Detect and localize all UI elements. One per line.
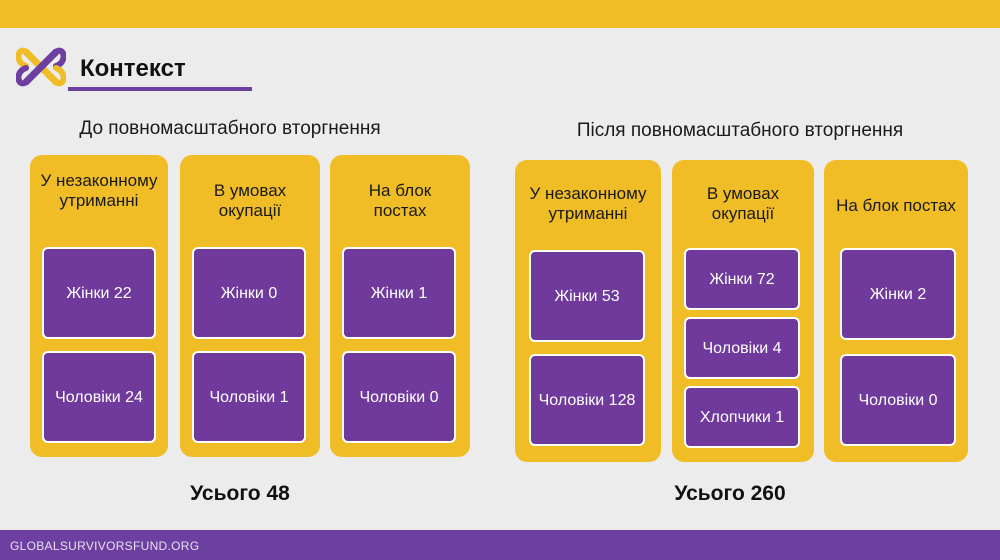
after-total: Усього 260 xyxy=(674,482,786,505)
cell-women: Жінки 22 xyxy=(42,247,156,339)
footer-bar: GLOBALSURVIVORSFUND.ORG xyxy=(0,530,1000,560)
before-column-detained: У незаконному утриманні Жінки 22 Чоловік… xyxy=(30,155,168,457)
before-total: Усього 48 xyxy=(190,482,290,505)
after-heading: Після повномасштабного вторгнення xyxy=(576,120,904,141)
cell-women: Жінки 0 xyxy=(192,247,306,339)
column-header: В умовах окупації xyxy=(706,184,780,223)
after-column-checkpoints: На блок постах Жінки 2 Чоловіки 0 xyxy=(824,160,968,462)
cell-men: Чоловіки 24 xyxy=(42,351,156,443)
cell-men: Чоловіки 1 xyxy=(192,351,306,443)
column-header: У незаконному утриманні xyxy=(529,184,647,223)
cell-women: Жінки 53 xyxy=(529,250,645,342)
before-column-occupation: В умовах окупації Жінки 0 Чоловіки 1 xyxy=(180,155,320,457)
after-column-detained: У незаконному утриманні Жінки 53 Чоловік… xyxy=(515,160,661,462)
cell-men: Чоловіки 4 xyxy=(684,317,800,379)
logo-icon xyxy=(16,47,66,87)
cell-boys: Хлопчики 1 xyxy=(684,386,800,448)
cell-men: Чоловіки 128 xyxy=(529,354,645,446)
after-column-occupation: В умовах окупації Жінки 72 Чоловіки 4 Хл… xyxy=(672,160,814,462)
footer-url: GLOBALSURVIVORSFUND.ORG xyxy=(10,539,200,553)
column-header: На блок постах xyxy=(368,181,432,220)
cell-men: Чоловіки 0 xyxy=(840,354,956,446)
cell-women: Жінки 72 xyxy=(684,248,800,310)
top-accent-bar xyxy=(0,0,1000,28)
before-heading: До повномасштабного вторгнення xyxy=(79,118,381,139)
column-header: У незаконному утриманні xyxy=(40,171,158,210)
cell-women: Жінки 2 xyxy=(840,248,956,340)
title-underline xyxy=(68,87,252,91)
cell-women: Жінки 1 xyxy=(342,247,456,339)
column-header: На блок постах xyxy=(836,196,956,215)
before-column-checkpoints: На блок постах Жінки 1 Чоловіки 0 xyxy=(330,155,470,457)
cell-men: Чоловіки 0 xyxy=(342,351,456,443)
column-header: В умовах окупації xyxy=(213,181,287,220)
page-title: Контекст xyxy=(80,55,186,82)
